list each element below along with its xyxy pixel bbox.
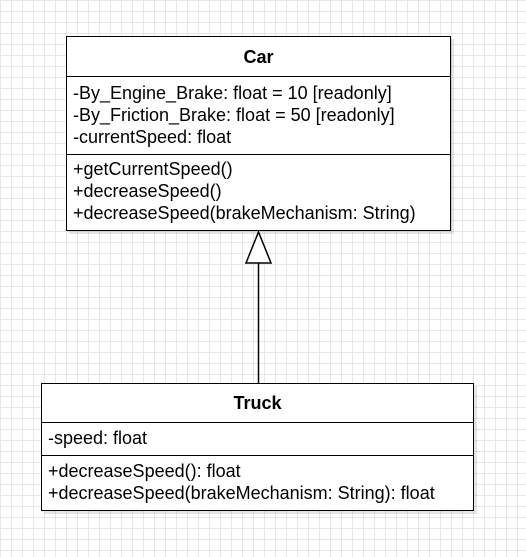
class-car-attributes: -By_Engine_Brake: float = 10 [readonly] … (67, 77, 450, 155)
class-truck-attribute: -speed: float (48, 428, 148, 448)
class-car-name: Car (67, 37, 450, 77)
class-car[interactable]: Car -By_Engine_Brake: float = 10 [readon… (66, 36, 451, 231)
generalization-arrowhead (244, 229, 273, 264)
class-truck-name: Truck (42, 384, 473, 423)
class-truck-attributes: -speed: float (42, 423, 473, 456)
class-car-attribute: -currentSpeed: float (73, 127, 232, 147)
class-car-operation: +decreaseSpeed() (73, 181, 222, 201)
class-truck-operation: +decreaseSpeed(): float (48, 461, 241, 481)
class-car-operations: +getCurrentSpeed() +decreaseSpeed() +dec… (67, 155, 450, 224)
class-truck-operations: +decreaseSpeed(): float +decreaseSpeed(b… (42, 456, 473, 504)
class-car-operation: +decreaseSpeed(brakeMechanism: String) (73, 203, 416, 223)
class-truck[interactable]: Truck -speed: float +decreaseSpeed(): fl… (41, 383, 474, 511)
class-car-operation: +getCurrentSpeed() (73, 159, 233, 179)
class-car-attribute: -By_Engine_Brake: float = 10 [readonly] (73, 83, 392, 103)
class-car-attribute: -By_Friction_Brake: float = 50 [readonly… (73, 105, 395, 125)
class-truck-operation: +decreaseSpeed(brakeMechanism: String): … (48, 483, 435, 503)
